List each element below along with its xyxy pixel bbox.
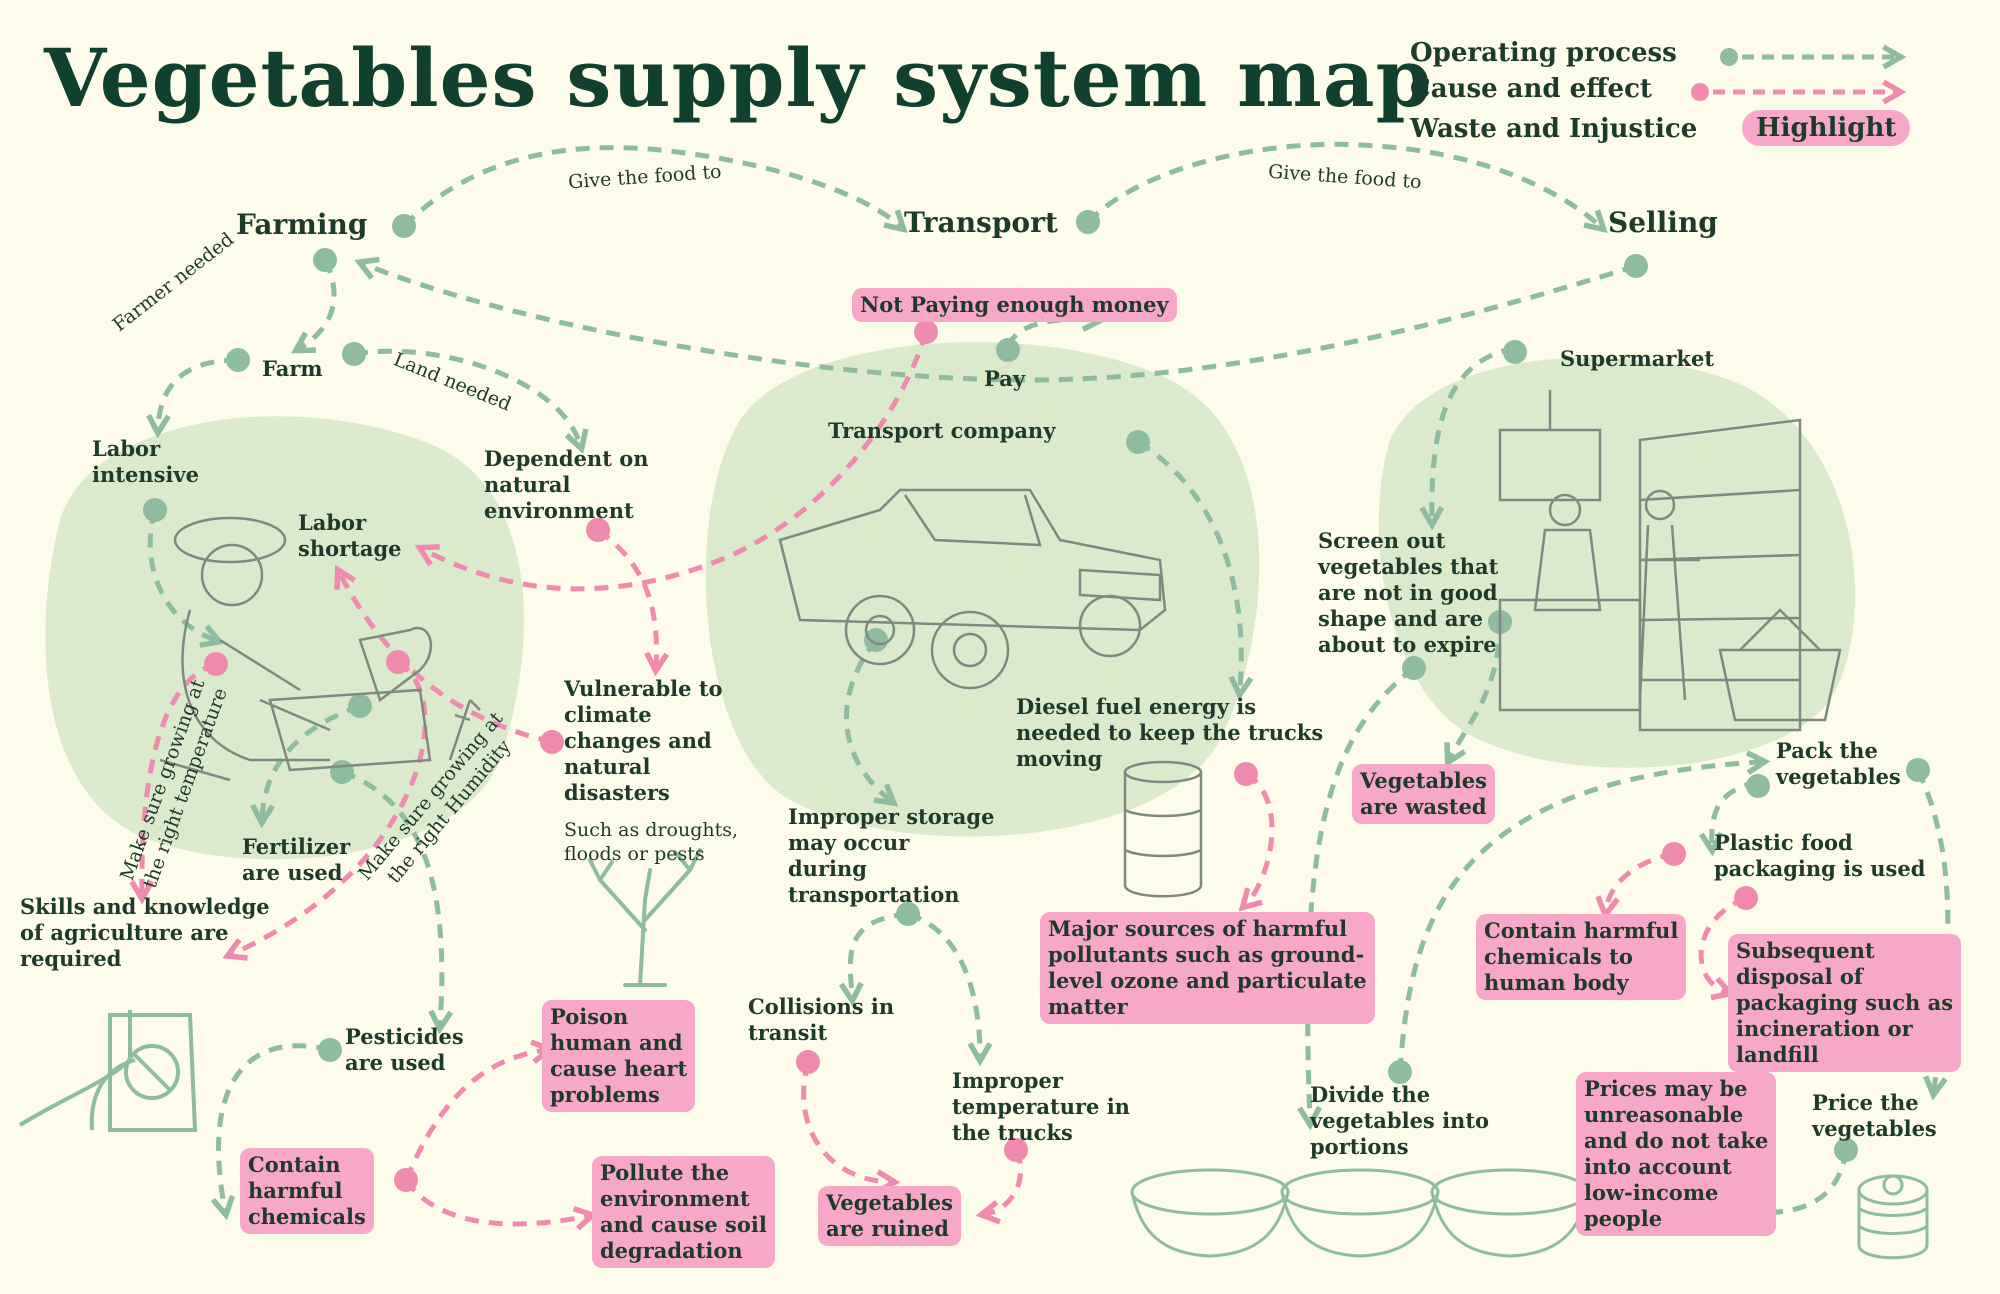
highlight-disposal: Subsequent disposal of packaging such as… <box>1728 934 1962 1072</box>
node-storage: Improper storage may occur during transp… <box>788 804 995 907</box>
droughts-note: Such as droughts, floods or pests <box>564 819 739 865</box>
legend-waste: Waste and Injustice <box>1410 114 1698 144</box>
node-pay: Pay <box>984 366 1026 391</box>
highlight-contain-harmful-body: Contain harmful chemicals to human body <box>1476 914 1687 1000</box>
highlight-not-paying: Not Paying enough money <box>852 288 1177 322</box>
tree-illustration <box>588 848 702 987</box>
coins-illustration <box>1857 1174 1929 1260</box>
farm-blob <box>45 416 524 860</box>
node-labor-shortage: Labor shortage <box>298 510 402 561</box>
supermarket-blob <box>1378 357 1856 768</box>
store-illustration <box>1498 390 1842 732</box>
node-price: Price the vegetables <box>1812 1090 1937 1141</box>
highlight-ruined: Vegetables are ruined <box>818 1186 961 1246</box>
node-skills: Skills and knowledge of agriculture are … <box>20 894 270 971</box>
legend-operating: Operating process <box>1410 38 1677 68</box>
node-plastic: Plastic food packaging is used <box>1714 830 1926 881</box>
node-pesticides: Pesticides are used <box>345 1024 464 1075</box>
legend-cause: Cause and effect <box>1410 74 1652 104</box>
node-dependent: Dependent on natural environment <box>484 446 649 523</box>
legend-highlight: Highlight <box>1742 110 1911 146</box>
node-collisions: Collisions in transit <box>748 994 895 1045</box>
highlight-pollutants: Major sources of harmful pollutants such… <box>1040 912 1375 1024</box>
node-fertilizer: Fertilizer are used <box>242 834 351 885</box>
stage-selling: Selling <box>1608 206 1718 239</box>
node-vulnerable: Vulnerable to climate changes and natura… <box>564 676 723 805</box>
highlight-wasted: Vegetables are wasted <box>1352 764 1495 824</box>
node-transport-company: Transport company <box>828 418 1056 443</box>
highlight-poison: Poison human and cause heart problems <box>542 1000 696 1112</box>
highlight-contain-harmful: Contain harmful chemicals <box>240 1148 374 1234</box>
node-supermarket: Supermarket <box>1560 346 1715 371</box>
node-pack: Pack the vegetables <box>1776 738 1901 789</box>
node-farm: Farm <box>262 356 323 381</box>
stage-transport: Transport <box>904 206 1058 239</box>
farmer-illustration <box>159 516 481 782</box>
sprayer-illustration <box>18 1010 198 1132</box>
truck-illustration <box>778 488 1167 690</box>
node-screen: Screen out vegetables that are not in go… <box>1318 528 1499 657</box>
highlight-pollute: Pollute the environment and cause soil d… <box>592 1156 775 1268</box>
node-improper-temperature: Improper temperature in the trucks <box>952 1068 1130 1145</box>
node-diesel: Diesel fuel energy is needed to keep the… <box>1016 694 1324 771</box>
pink-dots <box>204 320 1758 1192</box>
bowls-illustration <box>1130 1168 1590 1258</box>
page-title: Vegetables supply system map <box>44 31 1433 125</box>
node-divide: Divide the vegetables into portions <box>1310 1082 1490 1159</box>
highlight-prices: Prices may be unreasonable and do not ta… <box>1576 1072 1777 1236</box>
node-labor-intensive: Labor intensive <box>92 436 199 487</box>
legend-arrows <box>1691 48 1896 101</box>
stage-farming: Farming <box>236 208 368 241</box>
operating-arrows <box>150 141 1951 1212</box>
barrel-illustration <box>1123 760 1203 898</box>
